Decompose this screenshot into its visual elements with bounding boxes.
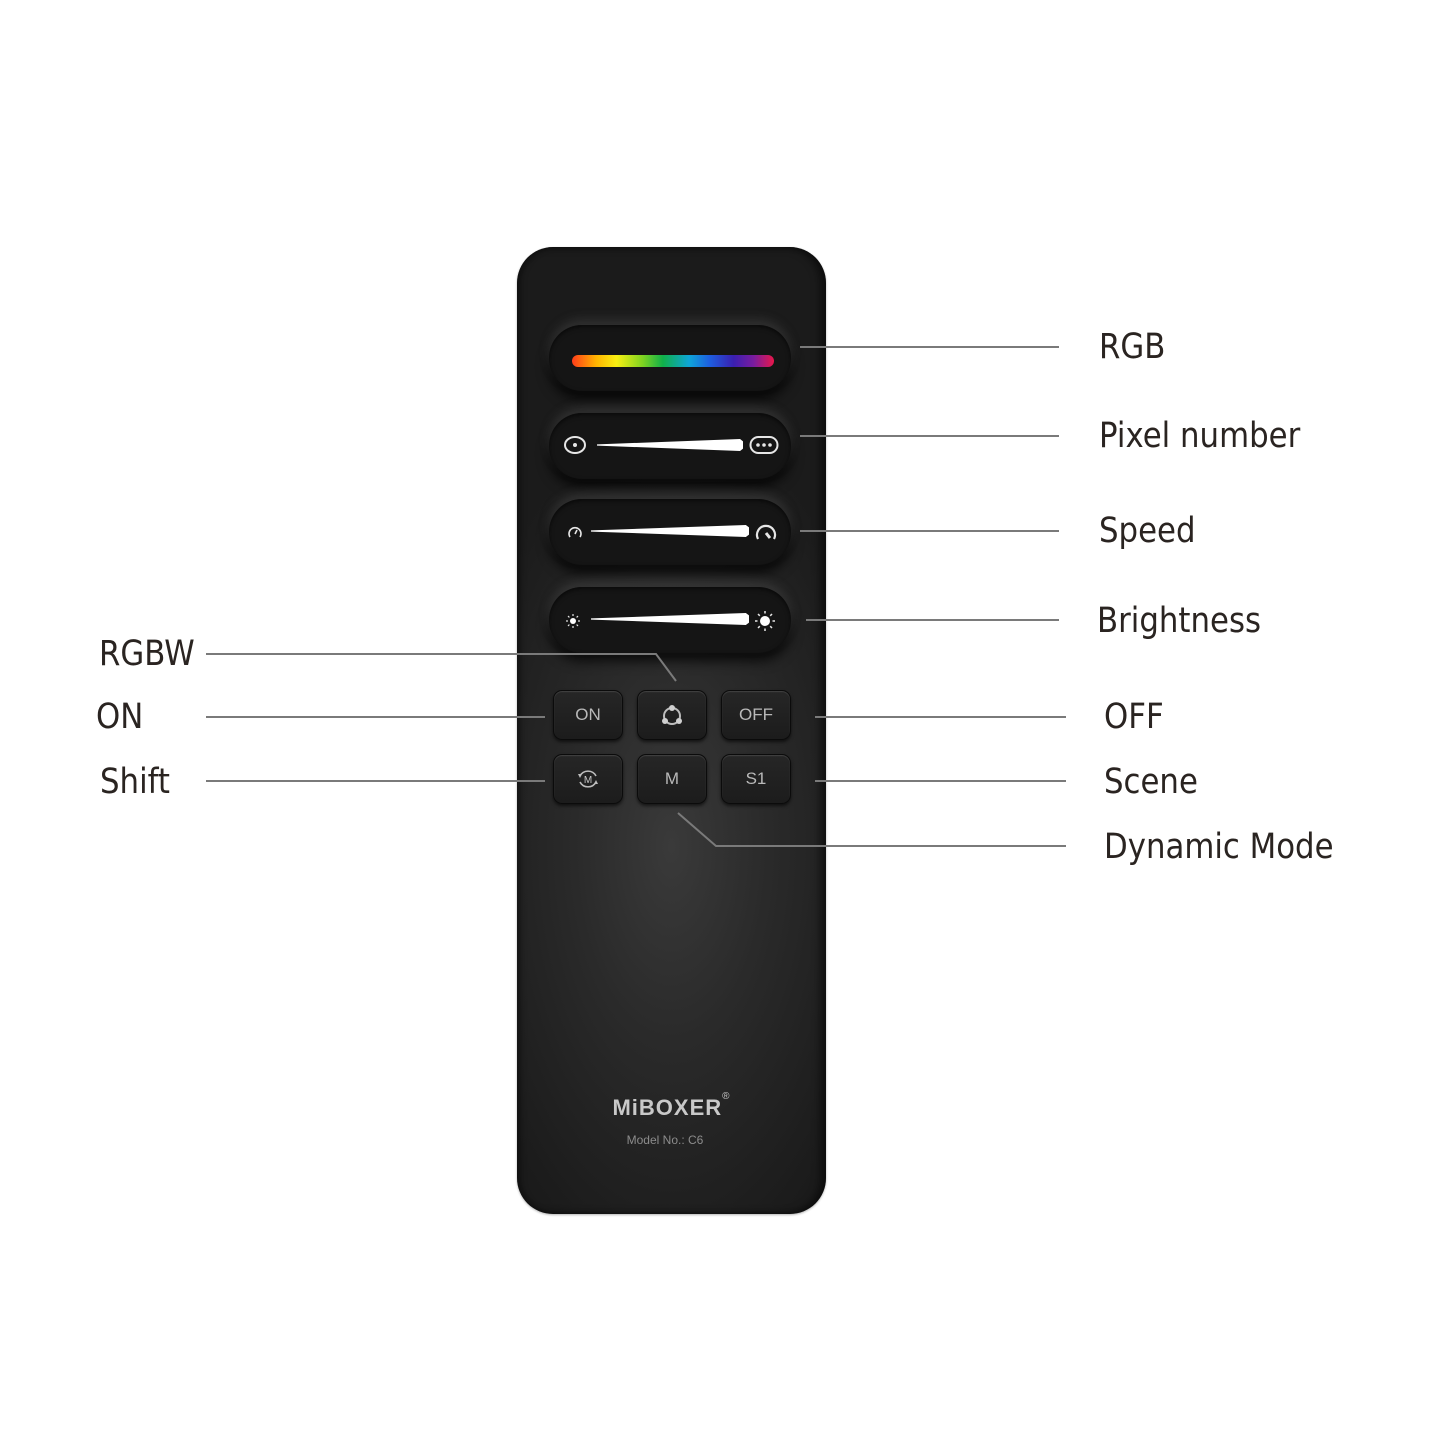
speedometer-low-icon xyxy=(568,526,582,538)
speed-slider[interactable] xyxy=(549,499,791,565)
brightness-slider[interactable] xyxy=(549,587,791,653)
pixel-number-slider[interactable] xyxy=(549,413,791,479)
sun-large-icon xyxy=(755,611,775,631)
model-number: Model No.: C6 xyxy=(626,1133,704,1147)
pixel-slider-track[interactable] xyxy=(597,439,743,451)
rainbow-color-bar[interactable] xyxy=(572,355,774,367)
three-node-cycle-icon xyxy=(662,705,682,725)
brand-name: MiBOXER xyxy=(612,1095,723,1120)
svg-text:M: M xyxy=(584,775,592,786)
label-on: ON xyxy=(96,697,144,737)
label-shift: Shift xyxy=(100,762,171,802)
on-button[interactable]: ON xyxy=(553,690,623,740)
dynamic-mode-button[interactable]: M xyxy=(637,754,707,804)
label-pixel-number: Pixel number xyxy=(1099,416,1301,456)
scene-s1-button[interactable]: S1 xyxy=(721,754,791,804)
scene-button-label: S1 xyxy=(745,769,767,788)
label-rgbw: RGBW xyxy=(99,634,195,674)
sun-small-icon xyxy=(566,614,580,628)
off-button-label: OFF xyxy=(739,705,773,724)
speedometer-high-icon xyxy=(755,524,777,540)
label-rgb: RGB xyxy=(1099,327,1166,367)
registered-mark: ® xyxy=(722,1091,731,1102)
brightness-slider-track[interactable] xyxy=(591,613,749,625)
shift-button[interactable]: M xyxy=(553,754,623,804)
label-dynamic-mode: Dynamic Mode xyxy=(1104,827,1334,867)
speed-slider-track[interactable] xyxy=(591,525,749,537)
single-dot-icon xyxy=(564,436,586,454)
rgb-touch-strip[interactable] xyxy=(549,325,791,391)
m-cycle-icon: M xyxy=(578,770,598,788)
brand-logo: MiBOXER® xyxy=(517,1091,826,1121)
label-off: OFF xyxy=(1104,697,1164,737)
mode-button-label: M xyxy=(664,769,680,788)
on-button-label: ON xyxy=(575,705,601,724)
off-button[interactable]: OFF xyxy=(721,690,791,740)
label-brightness: Brightness xyxy=(1097,601,1262,641)
label-speed: Speed xyxy=(1099,511,1196,551)
label-scene: Scene xyxy=(1104,762,1198,802)
remote-control: ON OFF M M S1 MiBOXER® Model No.: C6 xyxy=(517,247,826,1214)
three-dots-icon xyxy=(749,436,779,454)
rgbw-button[interactable] xyxy=(637,690,707,740)
